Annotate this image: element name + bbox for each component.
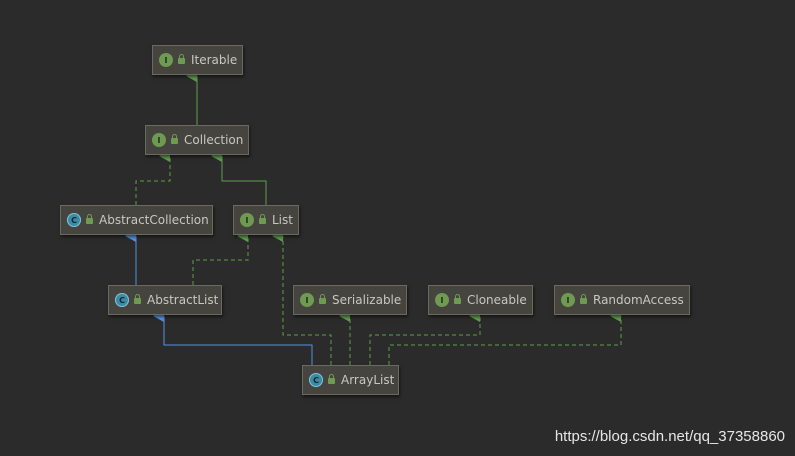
interface-icon: I bbox=[561, 293, 575, 307]
public-visibility-icon bbox=[580, 294, 587, 304]
edge-array-list-to-random-access bbox=[388, 310, 622, 365]
edge-array-list-to-cloneable bbox=[369, 310, 481, 365]
node-array-list[interactable]: C ArrayList bbox=[302, 365, 399, 395]
class-icon: C bbox=[115, 293, 129, 307]
node-label: ArrayList bbox=[341, 373, 395, 387]
interface-icon: I bbox=[240, 213, 254, 227]
node-serializable[interactable]: I Serializable bbox=[293, 285, 407, 315]
edge-array-list-to-list bbox=[272, 230, 332, 365]
node-iterable[interactable]: I Iterable bbox=[152, 45, 243, 75]
public-visibility-icon bbox=[178, 54, 185, 64]
node-label: AbstractList bbox=[147, 293, 219, 307]
public-visibility-icon bbox=[319, 294, 326, 304]
node-collection[interactable]: I Collection bbox=[145, 125, 249, 155]
node-abstract-collection[interactable]: C AbstractCollection bbox=[60, 205, 213, 235]
class-icon: C bbox=[309, 373, 323, 387]
node-label: Serializable bbox=[332, 293, 402, 307]
interface-icon: I bbox=[152, 133, 166, 147]
node-label: RandomAccess bbox=[593, 293, 684, 307]
node-label: Collection bbox=[184, 133, 244, 147]
class-icon: C bbox=[67, 213, 81, 227]
public-visibility-icon bbox=[259, 214, 266, 224]
watermark: https://blog.csdn.net/qq_37358860 bbox=[554, 428, 785, 445]
edge-abstract-list-to-list bbox=[192, 230, 249, 285]
public-visibility-icon bbox=[328, 374, 335, 384]
node-label: Cloneable bbox=[467, 293, 527, 307]
node-label: Iterable bbox=[191, 53, 238, 67]
public-visibility-icon bbox=[134, 294, 141, 304]
edge-abstract-collection-to-collection bbox=[135, 150, 171, 205]
node-random-access[interactable]: I RandomAccess bbox=[554, 285, 690, 315]
edge-list-to-collection bbox=[211, 150, 267, 205]
node-cloneable[interactable]: I Cloneable bbox=[428, 285, 533, 315]
interface-icon: I bbox=[300, 293, 314, 307]
edges-layer bbox=[125, 70, 622, 365]
interface-icon: I bbox=[159, 53, 173, 67]
public-visibility-icon bbox=[171, 134, 178, 144]
node-label: AbstractCollection bbox=[99, 213, 209, 227]
public-visibility-icon bbox=[86, 214, 93, 224]
interface-icon: I bbox=[435, 293, 449, 307]
node-label: List bbox=[272, 213, 293, 227]
node-list[interactable]: I List bbox=[233, 205, 299, 235]
edge-array-list-to-abstract-list bbox=[153, 310, 313, 365]
node-abstract-list[interactable]: C AbstractList bbox=[108, 285, 222, 315]
public-visibility-icon bbox=[454, 294, 461, 304]
